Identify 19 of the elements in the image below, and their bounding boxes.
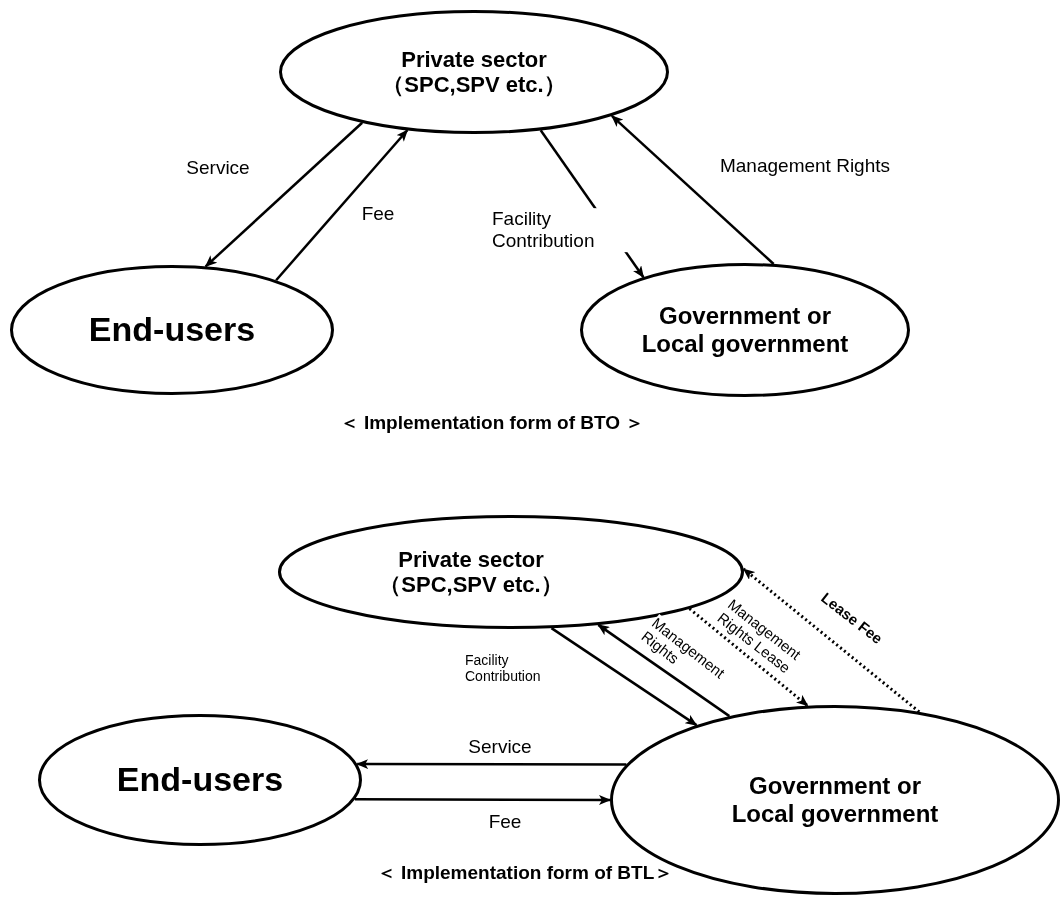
node-label: （SPC,SPV etc.） [382,72,566,98]
arrow [354,794,611,805]
node-label: Government or Local government [730,772,940,828]
node-label: End-users [116,760,284,800]
arrow [742,567,921,714]
arrow [275,129,409,282]
arrow [356,759,627,770]
figure-caption: ＜ Implementation form of BTO ＞ [339,411,645,435]
node-label: Private sector [401,46,547,72]
arrow [611,114,775,265]
arrow [550,627,698,727]
node-label: Private sector [398,546,544,572]
arrow [204,121,363,268]
node-label: Government or Local government [640,302,850,358]
arrow [597,623,731,718]
figure-caption: ＜ Implementation form of BTL＞ [376,861,674,885]
arrow [688,607,809,707]
node-label: End-users [88,310,256,350]
node-label: （SPC,SPV etc.） [379,572,563,598]
